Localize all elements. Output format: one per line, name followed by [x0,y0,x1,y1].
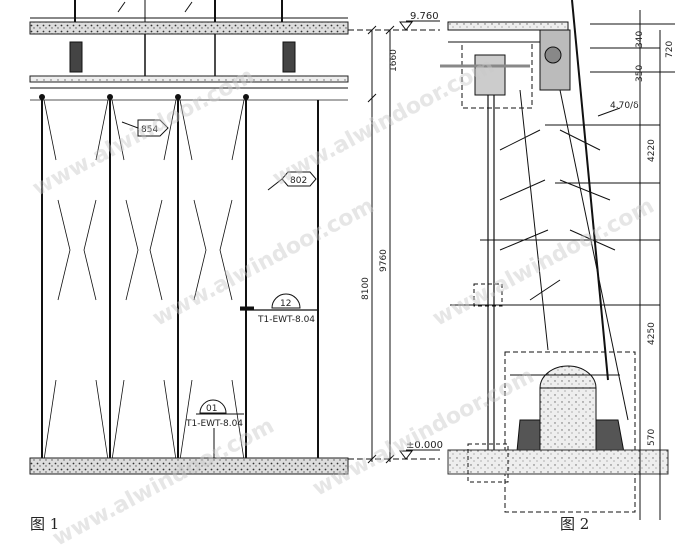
dim-4250: 4250 [647,322,657,345]
figure-2-section [440,0,675,520]
dim-4220: 4220 [647,139,657,162]
dim-720: 720 [665,41,675,58]
figure-2-caption: 图 2 [560,515,590,533]
figure-1-elevation [29,0,440,475]
slope-label: 4.70/δ [610,101,639,111]
level-bottom: ±0.000 [406,440,443,451]
callout-12-ref: T1-EWT-8.04 [257,315,315,325]
dim-570: 570 [647,429,657,446]
tag-854: 854 [141,125,158,135]
callout-12-number: 12 [280,299,291,309]
callout-01-ref: T1-EWT-8.04 [185,419,243,429]
dim-340: 340 [635,31,645,48]
dim-350: 350 [635,65,645,82]
tag-802: 802 [290,176,307,186]
dim-8100: 8100 [361,277,371,300]
dim-1660: 1660 [389,49,399,72]
figure-1-caption: 图 1 [30,515,60,533]
level-top: 9.760 [410,11,439,22]
callout-01-number: 01 [206,404,217,414]
dim-9760: 9760 [379,249,389,272]
